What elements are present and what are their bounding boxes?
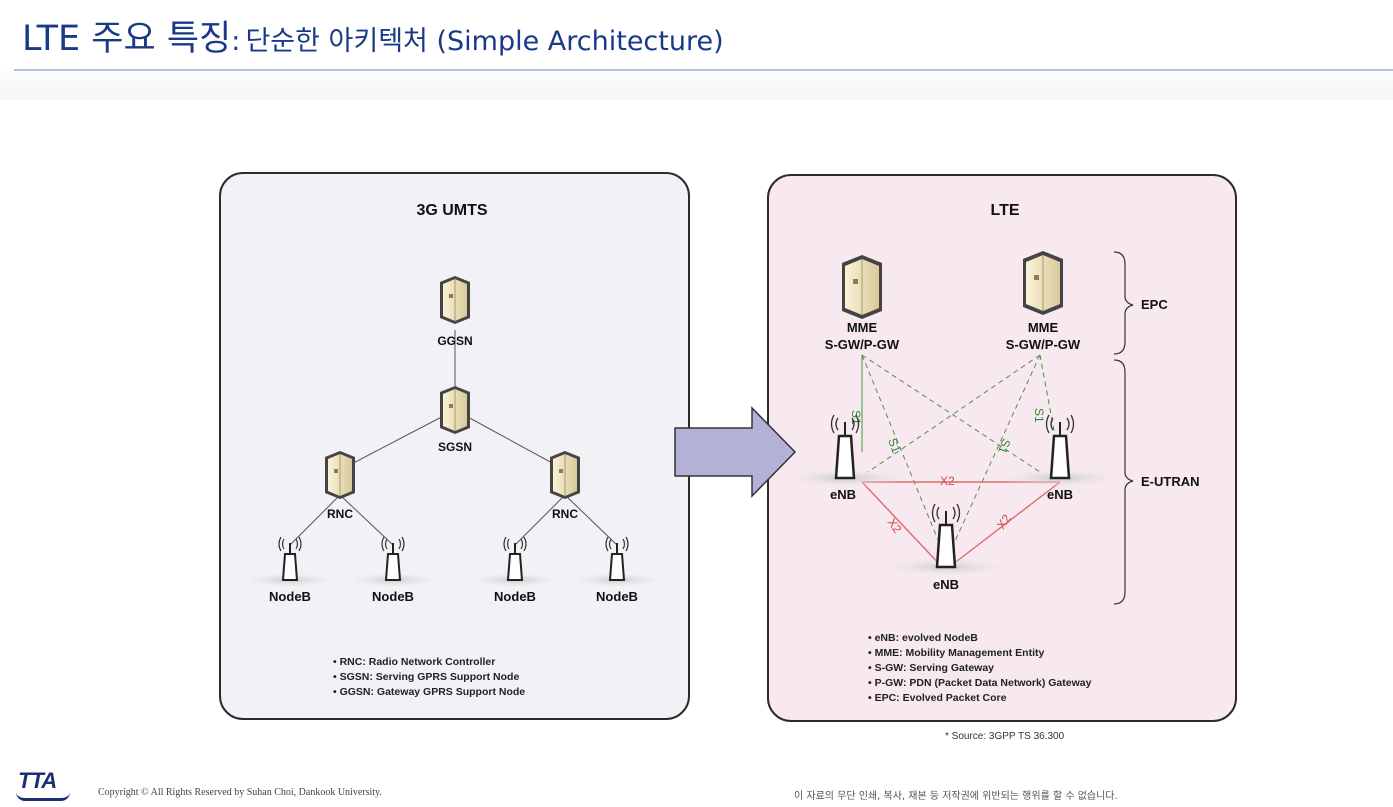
tta-logo-swoosh bbox=[16, 792, 70, 801]
epc-brace bbox=[1113, 251, 1134, 355]
title-colon: : bbox=[231, 26, 241, 57]
nodeb-1-antenna-icon bbox=[245, 536, 335, 588]
lte-legend-mme: • MME: Mobility Management Entity bbox=[868, 647, 1045, 659]
lte-title: LTE bbox=[990, 202, 1019, 219]
mme-right-label: MME bbox=[1028, 320, 1059, 335]
rnc-right-label: RNC bbox=[552, 507, 578, 521]
nodeb-4-label: NodeB bbox=[596, 589, 638, 604]
mme-left-label: MME bbox=[847, 320, 878, 335]
enb-right-antenna-icon bbox=[996, 413, 1124, 489]
ggsn-label: GGSN bbox=[437, 334, 472, 348]
x2-label-left: X2 bbox=[885, 516, 905, 536]
sgsn-server-icon bbox=[439, 385, 471, 435]
rnc-left-label: RNC bbox=[327, 507, 353, 521]
evolution-arrow-icon bbox=[674, 406, 797, 498]
nodeb-1-label: NodeB bbox=[269, 589, 311, 604]
s1-label-2: S1 bbox=[1032, 408, 1046, 423]
enb-bottom-label: eNB bbox=[933, 577, 959, 592]
umts-panel bbox=[219, 172, 690, 720]
lte-legend-enb: • eNB: evolved NodeB bbox=[868, 632, 978, 644]
umts-legend-ggsn: • GGSN: Gateway GPRS Support Node bbox=[333, 686, 525, 698]
s1-label-3: S1 bbox=[885, 436, 903, 455]
title-divider bbox=[14, 69, 1393, 71]
x2-label-top: X2 bbox=[940, 474, 955, 488]
epc-label: EPC bbox=[1141, 297, 1168, 312]
mme-left-server-icon bbox=[841, 254, 883, 320]
nodeb-4-antenna-icon bbox=[572, 536, 662, 588]
umts-title: 3G UMTS bbox=[416, 202, 487, 219]
copyright-notice: 이 자료의 무단 인쇄, 복사, 재본 등 저작권에 위반되는 행위를 할 수 … bbox=[794, 791, 1118, 802]
umts-links bbox=[289, 330, 618, 546]
ggsn-server-icon bbox=[439, 275, 471, 325]
s1-label-4: S1 bbox=[995, 437, 1013, 456]
lte-legend-sgw: • S-GW: Serving Gateway bbox=[868, 662, 994, 674]
page-title: LTE 주요 특징: 단순한 아키텍처 (Simple Architecture… bbox=[22, 10, 724, 61]
title-sub: 단순한 아키텍처 (Simple Architecture) bbox=[245, 26, 724, 57]
umts-legend-sgsn: • SGSN: Serving GPRS Support Node bbox=[333, 671, 519, 683]
s1-label-1: S1 bbox=[849, 410, 863, 425]
title-main: LTE 주요 특징 bbox=[22, 19, 232, 59]
x2-label-right: X2 bbox=[994, 511, 1014, 531]
nodeb-3-label: NodeB bbox=[494, 589, 536, 604]
nodeb-2-antenna-icon bbox=[348, 536, 438, 588]
umts-legend-rnc: • RNC: Radio Network Controller bbox=[333, 656, 495, 668]
enb-right-label: eNB bbox=[1047, 487, 1073, 502]
source-note: * Source: 3GPP TS 36.300 bbox=[945, 731, 1065, 742]
mme-right-server-icon bbox=[1022, 250, 1064, 316]
eutran-label: E-UTRAN bbox=[1141, 474, 1200, 489]
sgw-pgw-left-label: S-GW/P-GW bbox=[825, 337, 900, 352]
rnc-right-server-icon bbox=[549, 450, 581, 500]
sgw-pgw-right-label: S-GW/P-GW bbox=[1006, 337, 1081, 352]
sgsn-label: SGSN bbox=[438, 440, 472, 454]
lte-legend-epc: • EPC: Evolved Packet Core bbox=[868, 692, 1007, 704]
lte-legend-pgw: • P-GW: PDN (Packet Data Network) Gatewa… bbox=[868, 677, 1092, 689]
nodeb-3-antenna-icon bbox=[470, 536, 560, 588]
enb-left-label: eNB bbox=[830, 487, 856, 502]
enb-left-antenna-icon bbox=[781, 413, 909, 489]
tta-logo: TTA bbox=[18, 768, 57, 793]
copyright-text: Copyright © All Rights Reserved by Suhan… bbox=[98, 787, 382, 798]
title-bar bbox=[0, 0, 1393, 100]
eutran-brace bbox=[1113, 359, 1134, 605]
rnc-left-server-icon bbox=[324, 450, 356, 500]
nodeb-2-label: NodeB bbox=[372, 589, 414, 604]
enb-bottom-antenna-icon bbox=[882, 502, 1010, 578]
